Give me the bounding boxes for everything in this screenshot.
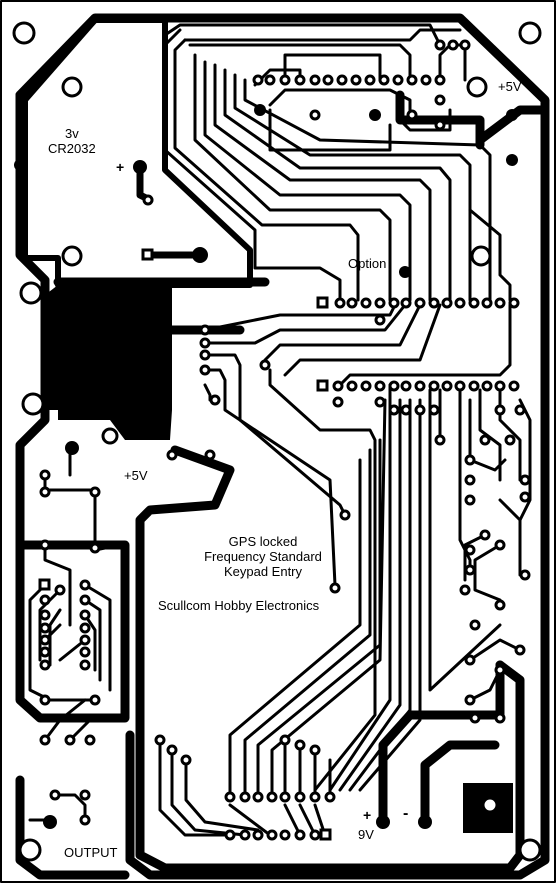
battery-label: 3v CR2032	[48, 126, 96, 156]
power-minus-label: -	[403, 805, 409, 822]
signal-bus-bottom	[158, 398, 387, 837]
copper-fills	[45, 285, 513, 833]
power-voltage-label: 9V	[358, 827, 374, 842]
mounting-holes	[12, 21, 542, 862]
battery-type-label: CR2032	[48, 141, 96, 156]
pads-square	[38, 248, 332, 841]
board-description: GPS locked Frequency Standard Keypad Ent…	[188, 534, 338, 579]
option-label: Option	[348, 256, 387, 271]
battery-outline	[22, 17, 253, 288]
company-label: Scullcom Hobby Electronics	[158, 598, 320, 613]
pads-ring	[39, 39, 531, 841]
supply-5v-top-label: +5V	[498, 79, 522, 94]
supply-5v-mid-label: +5V	[124, 468, 148, 483]
pads-large	[14, 104, 518, 829]
desc-line-1: GPS locked	[228, 534, 298, 549]
power-traces	[15, 13, 550, 880]
power-plus-label: +	[363, 807, 372, 823]
battery-voltage-label: 3v	[64, 126, 79, 141]
desc-line-2: Frequency Standard	[204, 549, 322, 564]
output-label: OUTPUT	[64, 845, 118, 860]
signal-bus-top	[163, 23, 512, 302]
desc-line-3: Keypad Entry	[223, 564, 303, 579]
pour-regulator	[58, 285, 172, 440]
battery-plus-label: +	[116, 159, 125, 175]
